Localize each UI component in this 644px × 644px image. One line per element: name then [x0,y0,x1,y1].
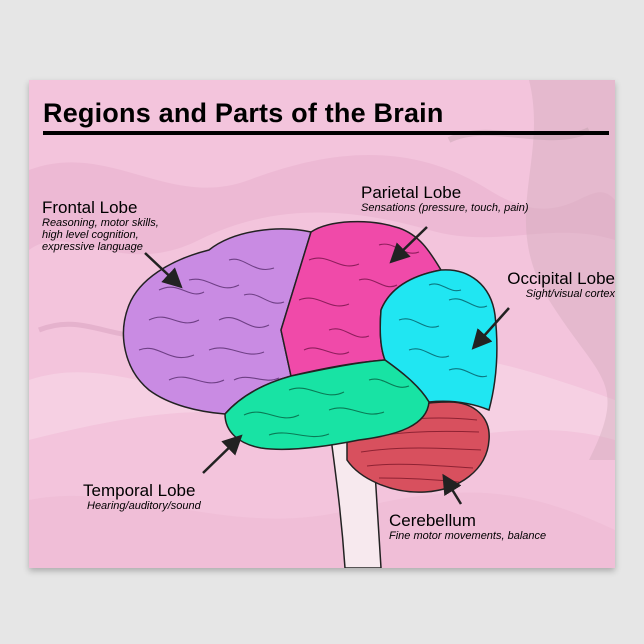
occipital-lobe-desc: Sight/visual cortex [525,288,615,300]
frontal-arrow [144,252,183,289]
occipital-lobe-region [379,269,498,412]
cerebellum-name: Cerebellum [389,511,476,530]
occipital-arrow [471,307,510,350]
poster: Regions and Parts of the Brain Fro [29,80,615,568]
temporal-lobe-region [224,359,430,451]
temporal-lobe-label: Temporal Lobe Hearing/auditory/sound [83,481,201,512]
temporal-lobe-desc: Hearing/auditory/sound [87,500,201,512]
temporal-lobe-name: Temporal Lobe [83,481,196,500]
parietal-lobe-desc: Sensations (pressure, touch, pain) [361,202,529,214]
frontal-lobe-label: Frontal Lobe Reasoning, motor skills, hi… [42,198,159,253]
frontal-lobe-desc-3: expressive language [42,241,143,253]
page-title: Regions and Parts of the Brain [43,98,444,128]
title-underline [43,131,609,135]
cerebellum-label: Cerebellum Fine motor movements, balance [389,511,546,542]
brain-diagram [122,220,510,568]
parietal-arrow [389,226,428,264]
cerebellum-arrow [442,473,463,505]
temporal-arrow [202,434,243,474]
parietal-lobe-label: Parietal Lobe Sensations (pressure, touc… [361,183,529,214]
frontal-lobe-desc-2: high level cognition, [42,229,139,241]
frontal-lobe-desc-1: Reasoning, motor skills, [42,217,159,229]
cerebellum-desc: Fine motor movements, balance [389,530,547,542]
frontal-lobe-name: Frontal Lobe [42,198,138,217]
occipital-lobe-label: Occipital Lobe Sight/visual cortex [507,269,615,300]
parietal-lobe-name: Parietal Lobe [361,183,462,202]
occipital-lobe-name: Occipital Lobe [507,269,615,288]
